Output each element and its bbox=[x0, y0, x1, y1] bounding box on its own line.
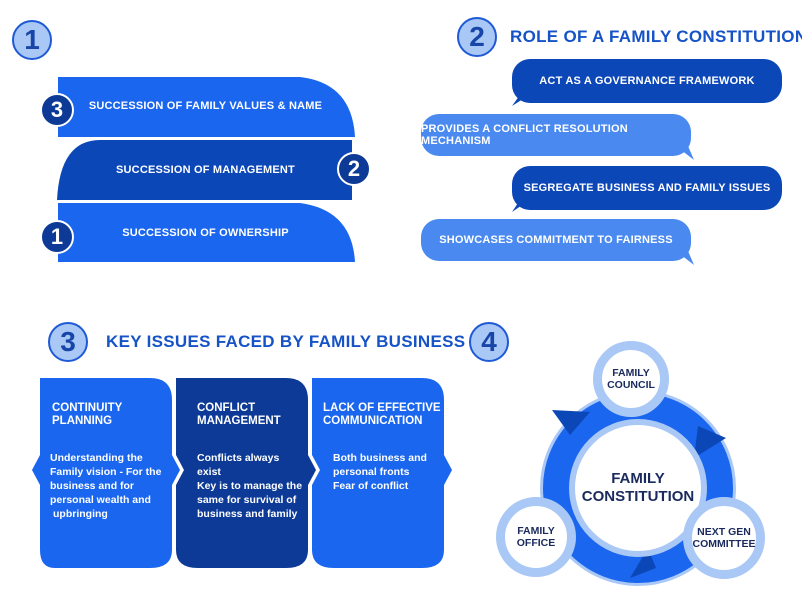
issue-body-line: Fear of conflict bbox=[333, 480, 409, 492]
layer-ownership-number: 1 bbox=[40, 220, 74, 254]
issue-card-bg bbox=[32, 378, 180, 568]
issue-body-line: business and family bbox=[197, 508, 298, 520]
issue-card-shapes bbox=[32, 378, 452, 568]
issue-card-bg bbox=[176, 378, 316, 568]
issue-title: CONFLICT MANAGEMENT bbox=[197, 402, 281, 428]
issue-body: Conflicts always exist Key is to manage … bbox=[197, 451, 302, 521]
issue-title-line: MANAGEMENT bbox=[197, 415, 281, 427]
layer-management-label: SUCCESSION OF MANAGEMENT bbox=[116, 164, 295, 176]
issue-body: Both business and personal fronts Fear o… bbox=[333, 451, 427, 493]
role-item: PROVIDES A CONFLICT RESOLUTION MECHANISM bbox=[421, 114, 691, 156]
section-3-title: KEY ISSUES FACED BY FAMILY BUSINESS bbox=[106, 332, 466, 351]
layer-management-number: 2 bbox=[337, 152, 371, 186]
section-3-number: 3 bbox=[48, 322, 88, 362]
section-1-number: 1 bbox=[12, 20, 52, 60]
succession-shapes bbox=[57, 77, 355, 262]
issue-body-line: Family vision - For the bbox=[50, 466, 162, 478]
layer-ownership-shape bbox=[58, 203, 355, 262]
role-item: SHOWCASES COMMITMENT TO FAIRNESS bbox=[421, 219, 691, 261]
issue-title-line: CONTINUITY bbox=[52, 402, 123, 414]
layer-values-shape bbox=[58, 77, 355, 137]
layer-management-shape bbox=[57, 140, 352, 200]
issue-body-line: Conflicts always bbox=[197, 452, 280, 464]
cycle-center-label: FAMILY CONSTITUTION bbox=[568, 470, 708, 506]
issue-body-line: Understanding the bbox=[50, 452, 143, 464]
layer-values-label: SUCCESSION OF FAMILY VALUES & NAME bbox=[88, 100, 323, 112]
issue-body-line: business and for bbox=[50, 480, 135, 492]
node-family-office: FAMILY OFFICE bbox=[496, 497, 576, 577]
cycle-center-line: CONSTITUTION bbox=[581, 488, 695, 505]
issue-title-line: PLANNING bbox=[52, 415, 113, 427]
issue-body-line: Key is to manage the bbox=[197, 480, 303, 492]
issue-body-line: exist bbox=[197, 466, 221, 478]
issue-title-line: LACK OF EFFECTIVE bbox=[323, 402, 441, 414]
node-family-council: FAMILY COUNCIL bbox=[593, 341, 669, 417]
node-line: NEXT GEN bbox=[697, 526, 751, 538]
section-4-number: 4 bbox=[469, 322, 509, 362]
node-line: FAMILY bbox=[612, 367, 650, 379]
issue-body-line: personal fronts bbox=[333, 466, 410, 478]
node-line: COUNCIL bbox=[607, 379, 655, 391]
issue-title: CONTINUITY PLANNING bbox=[52, 402, 122, 428]
role-item: SEGREGATE BUSINESS AND FAMILY ISSUES bbox=[512, 166, 782, 210]
issue-title: LACK OF EFFECTIVE COMMUNICATION bbox=[323, 402, 441, 428]
node-next-gen-committee: NEXT GEN COMMITTEE bbox=[683, 497, 765, 579]
section-2-number: 2 bbox=[457, 17, 497, 57]
issue-body-line: upbringing bbox=[53, 508, 108, 520]
issue-title-line: CONFLICT bbox=[197, 402, 256, 414]
section-2-title: ROLE OF A FAMILY CONSTITUTION bbox=[510, 27, 802, 46]
layer-values-number: 3 bbox=[40, 93, 74, 127]
role-item: ACT AS A GOVERNANCE FRAMEWORK bbox=[512, 59, 782, 103]
node-line: FAMILY bbox=[517, 525, 555, 537]
cycle-center-line: FAMILY bbox=[611, 470, 665, 487]
issue-body-line: same for survival of bbox=[197, 494, 297, 506]
issue-body: Understanding the Family vision - For th… bbox=[50, 451, 161, 521]
issue-body-line: personal wealth and bbox=[50, 494, 151, 506]
layer-ownership-label: SUCCESSION OF OWNERSHIP bbox=[122, 227, 289, 239]
node-line: COMMITTEE bbox=[692, 538, 756, 550]
issue-body-line: Both business and bbox=[333, 452, 427, 464]
issue-title-line: COMMUNICATION bbox=[323, 415, 423, 427]
issue-card-bg bbox=[312, 378, 452, 568]
node-line: OFFICE bbox=[516, 537, 556, 549]
